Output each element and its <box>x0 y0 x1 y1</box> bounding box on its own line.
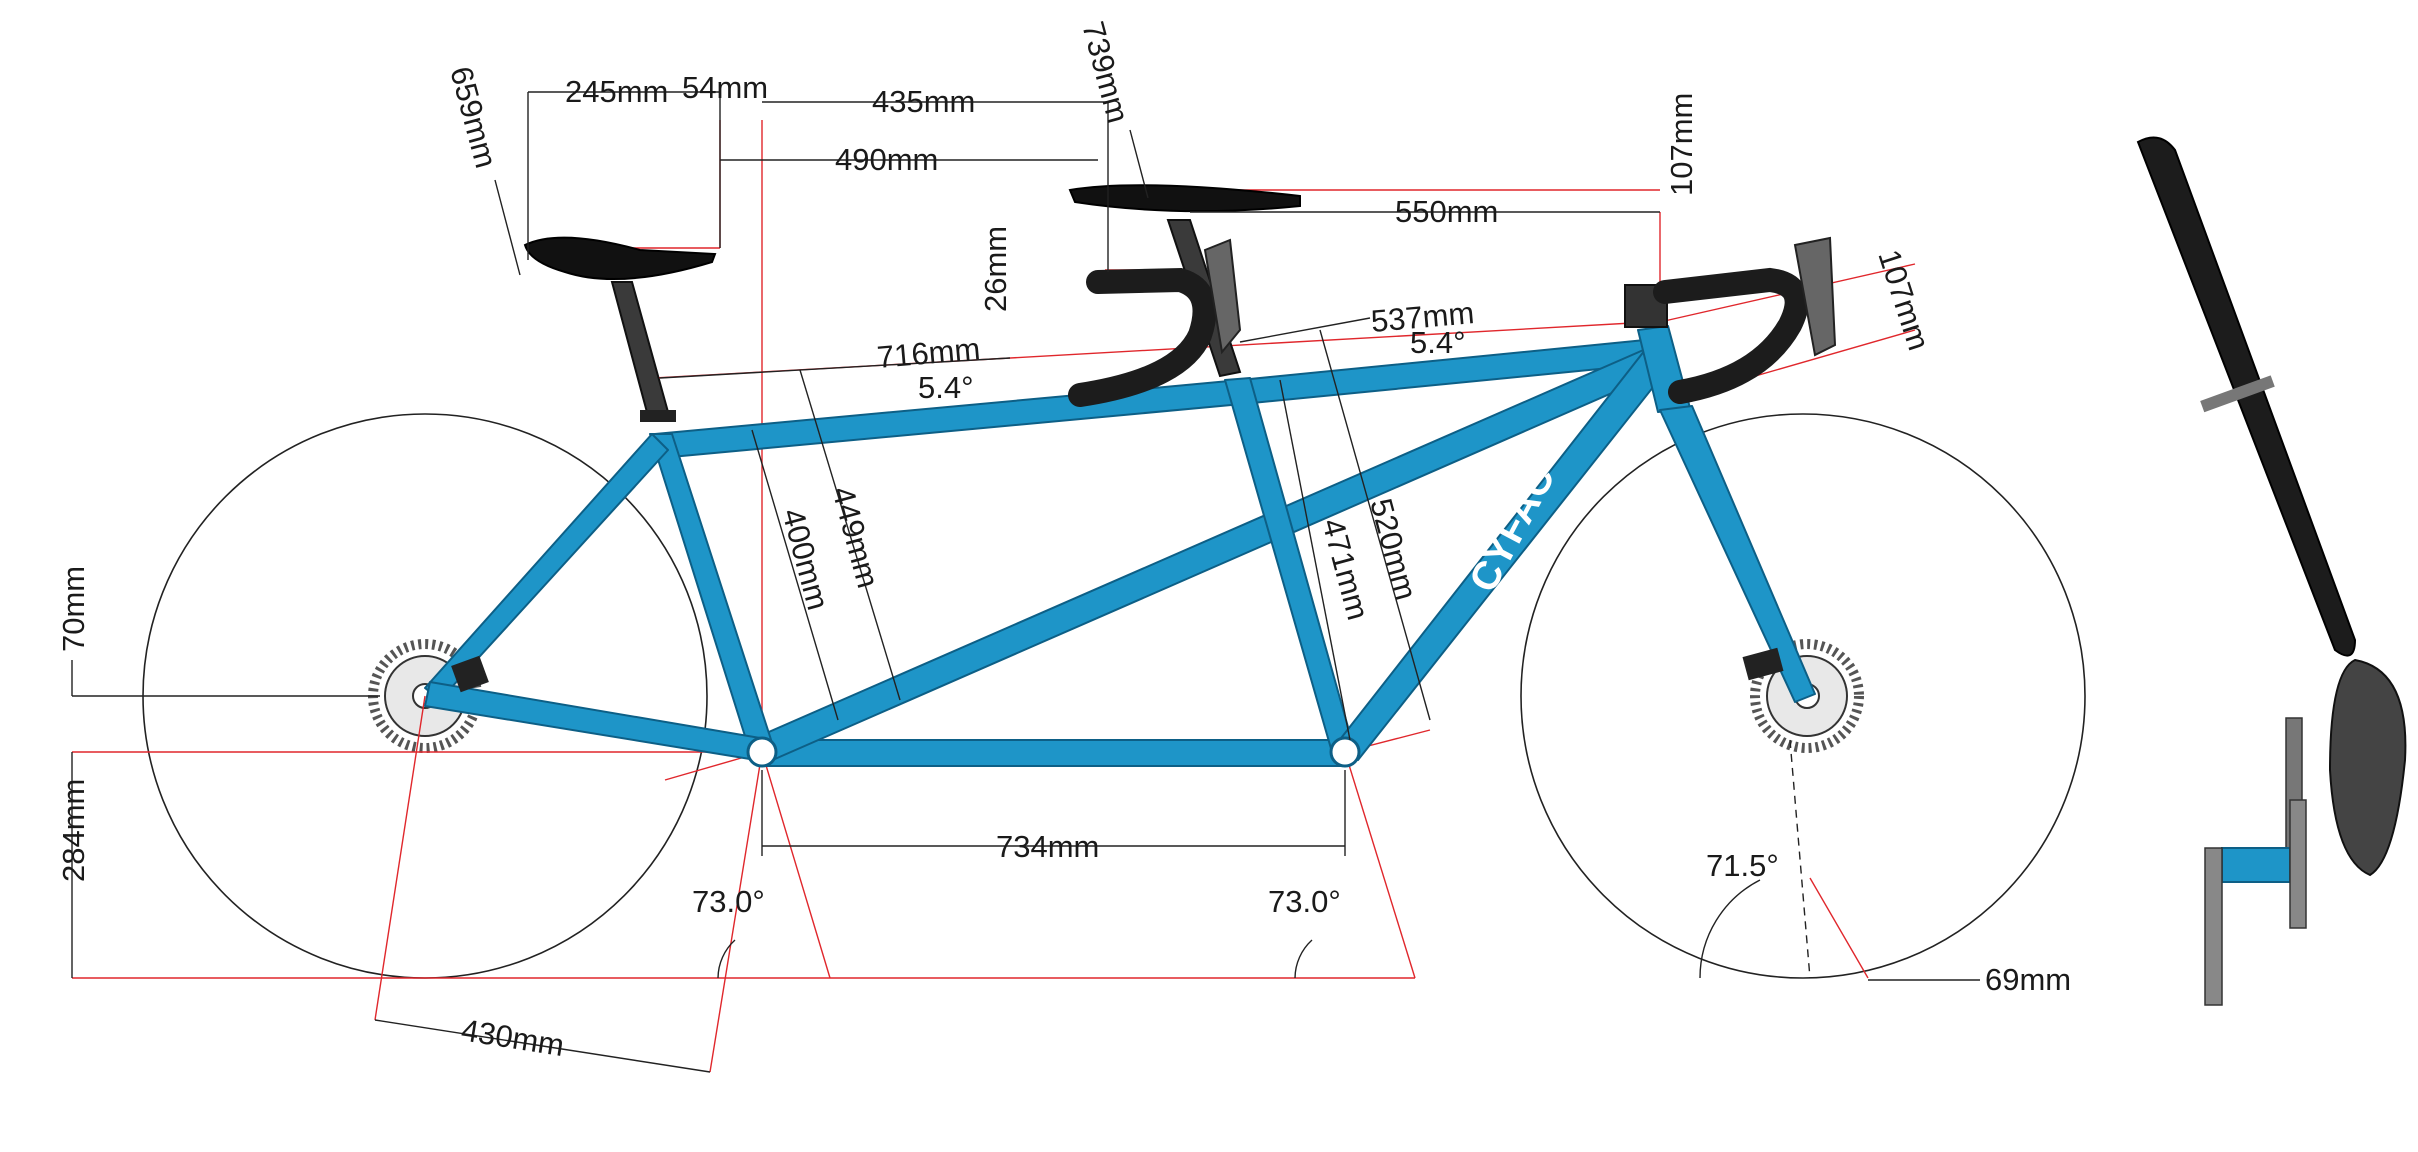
brand-logo: CYFAC <box>1461 459 1563 599</box>
dim-stoker-seat-tube: 400mm <box>775 505 836 614</box>
front-wheel <box>1520 413 2086 979</box>
dim-chainstay: 430mm <box>459 1012 567 1063</box>
dim-stoker-top-tube-angle: 5.4° <box>918 370 974 405</box>
dim-head-angle: 71.5° <box>1706 848 1779 883</box>
dim-stoker-seat-angle: 73.0° <box>692 884 765 919</box>
captain-bottom-bracket <box>1329 736 1361 768</box>
stoker-handlebar <box>1068 238 1242 407</box>
dim-captain-saddle-height: 739mm <box>1075 18 1136 127</box>
dim-stack-top: 107mm <box>1664 93 1699 196</box>
dim-bb-height: 284mm <box>56 779 91 882</box>
dimension-labels: 659mm 245mm 54mm 435mm 490mm 739mm 26mm … <box>56 18 2071 1063</box>
stoker-bottom-bracket <box>746 736 778 768</box>
front-brake-caliper <box>1742 647 1784 681</box>
dimension-lines <box>71 91 1980 1073</box>
dim-captain-seat-angle: 73.0° <box>1268 884 1341 919</box>
dim-stem-length: 107mm <box>1871 245 1936 354</box>
crank-arm-side-view <box>2136 136 2407 1006</box>
dim-captain-top-tube-angle: 5.4° <box>1410 325 1466 360</box>
dim-rear-axle-height: 70mm <box>56 566 91 652</box>
dim-bb-to-bb: 734mm <box>996 829 1099 864</box>
stoker-saddle <box>523 236 717 422</box>
dim-stoker-saddle-height: 659mm <box>443 63 504 172</box>
dim-stoker-seatpost-offset: 54mm <box>682 70 768 105</box>
dim-fork-trail: 69mm <box>1985 962 2071 997</box>
dim-stoker-saddle-setback: 245mm <box>565 74 668 109</box>
rear-brake-caliper <box>451 655 489 693</box>
dim-captain-reach: 550mm <box>1395 194 1498 229</box>
dim-stoker-top-tube: 716mm <box>876 331 982 375</box>
dim-captain-saddle-drop: 26mm <box>978 226 1013 312</box>
dim-captain-seat-tube-effective: 520mm <box>1363 495 1424 604</box>
tandem-frame <box>424 325 1816 768</box>
captain-handlebar <box>1624 236 1837 404</box>
dim-stoker-seat-tube-effective: 449mm <box>825 483 886 592</box>
dim-stoker-reach: 435mm <box>872 84 975 119</box>
dim-stoker-saddle-to-bar: 490mm <box>835 142 938 177</box>
